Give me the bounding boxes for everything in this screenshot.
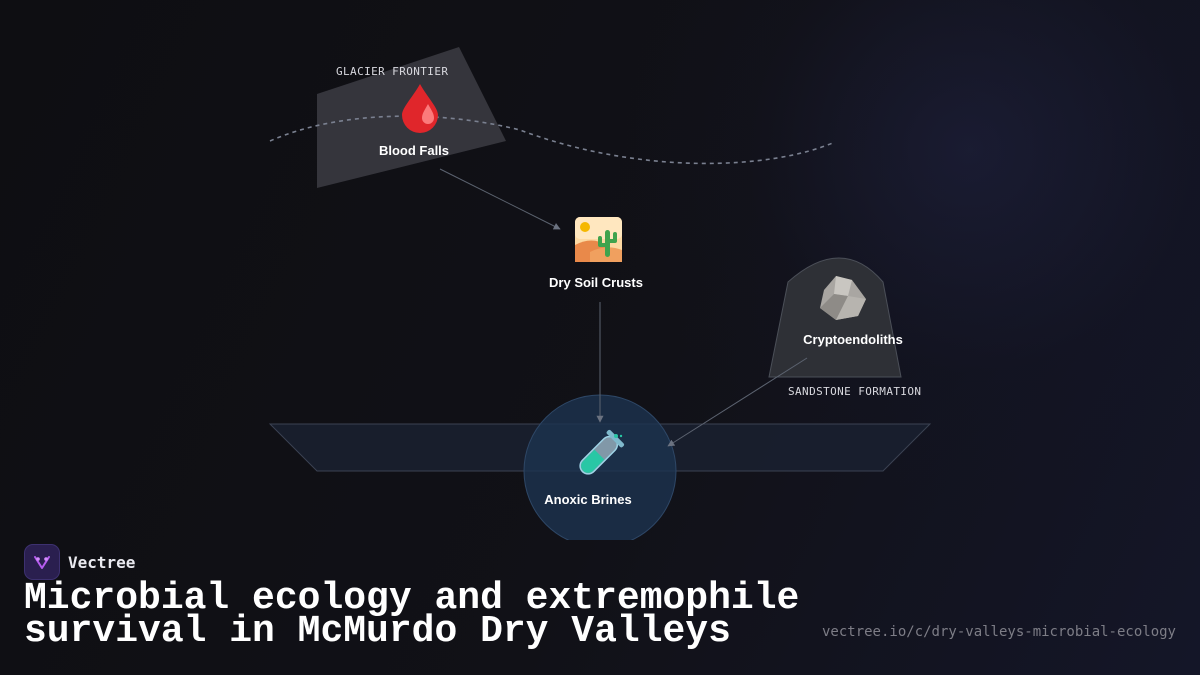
diagram-canvas: GLACIER FRONTIER SANDSTONE FORMATION Blo…: [268, 47, 932, 540]
page-title: Microbial ecology and extremophile survi…: [24, 577, 800, 653]
test-tube-icon: [579, 429, 625, 475]
glacier-frontier-label: GLACIER FRONTIER: [336, 65, 448, 78]
sandstone-formation-label: SANDSTONE FORMATION: [788, 385, 921, 398]
brand-name: Vectree: [68, 552, 136, 572]
source-url[interactable]: vectree.io/c/dry-valleys-microbial-ecolo…: [821, 624, 1176, 640]
node-anoxic-brines[interactable]: Anoxic Brines: [544, 429, 632, 507]
edge-cryptoendoliths-to-anoxic-brines: [667, 357, 808, 447]
desert-icon: [575, 217, 622, 262]
glacier-boundary-curve: [269, 115, 836, 165]
blood-drop-icon: [402, 84, 438, 133]
rock-icon: [820, 276, 866, 320]
vectree-logo-icon: [24, 544, 60, 580]
node-dry-soil-crusts[interactable]: Dry Soil Crusts: [549, 217, 643, 290]
edge-blood-falls-to-dry-soil: [439, 168, 561, 230]
anoxic-brines-label: Anoxic Brines: [544, 492, 631, 507]
cryptoendoliths-label: Cryptoendoliths: [803, 332, 903, 347]
dry-soil-crusts-label: Dry Soil Crusts: [549, 275, 643, 290]
bubble-icon: [614, 434, 618, 438]
node-blood-falls[interactable]: Blood Falls: [379, 84, 449, 158]
brand[interactable]: Vectree: [24, 544, 135, 580]
bubble-icon: [619, 434, 623, 438]
blood-falls-label: Blood Falls: [379, 143, 449, 158]
node-cryptoendoliths[interactable]: Cryptoendoliths: [803, 276, 903, 347]
